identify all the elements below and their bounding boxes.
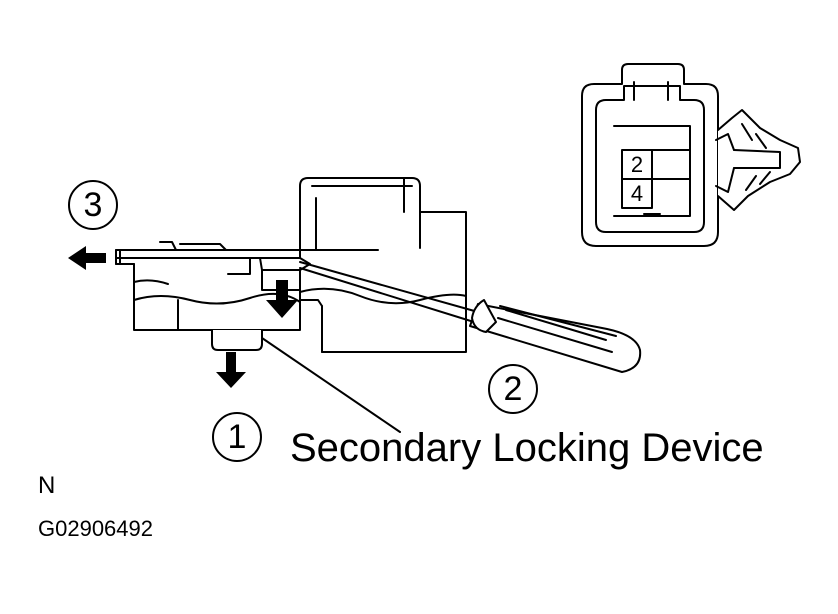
arrow-down-icon (266, 280, 298, 318)
arrow-down-icon (216, 352, 246, 388)
step-2-number: 2 (503, 370, 523, 408)
figure-id: G02906492 (38, 516, 153, 541)
leader-line (261, 337, 401, 433)
orientation-code: N (38, 472, 56, 499)
step-1-callout: 1 (212, 412, 262, 462)
step-3-callout: 3 (68, 180, 118, 230)
connector-face-icon (581, 63, 801, 247)
arrow-left-icon (68, 246, 106, 270)
step-3-number: 3 (83, 186, 103, 224)
screwdriver-icon (299, 261, 642, 373)
pin-2-label: 2 (630, 152, 644, 177)
pin-4-label: 4 (630, 181, 644, 206)
step-2-callout: 2 (488, 364, 538, 414)
step-1-number: 1 (227, 418, 247, 456)
secondary-locking-device-label: Secondary Locking Device (290, 426, 764, 470)
connector-body (115, 177, 467, 353)
